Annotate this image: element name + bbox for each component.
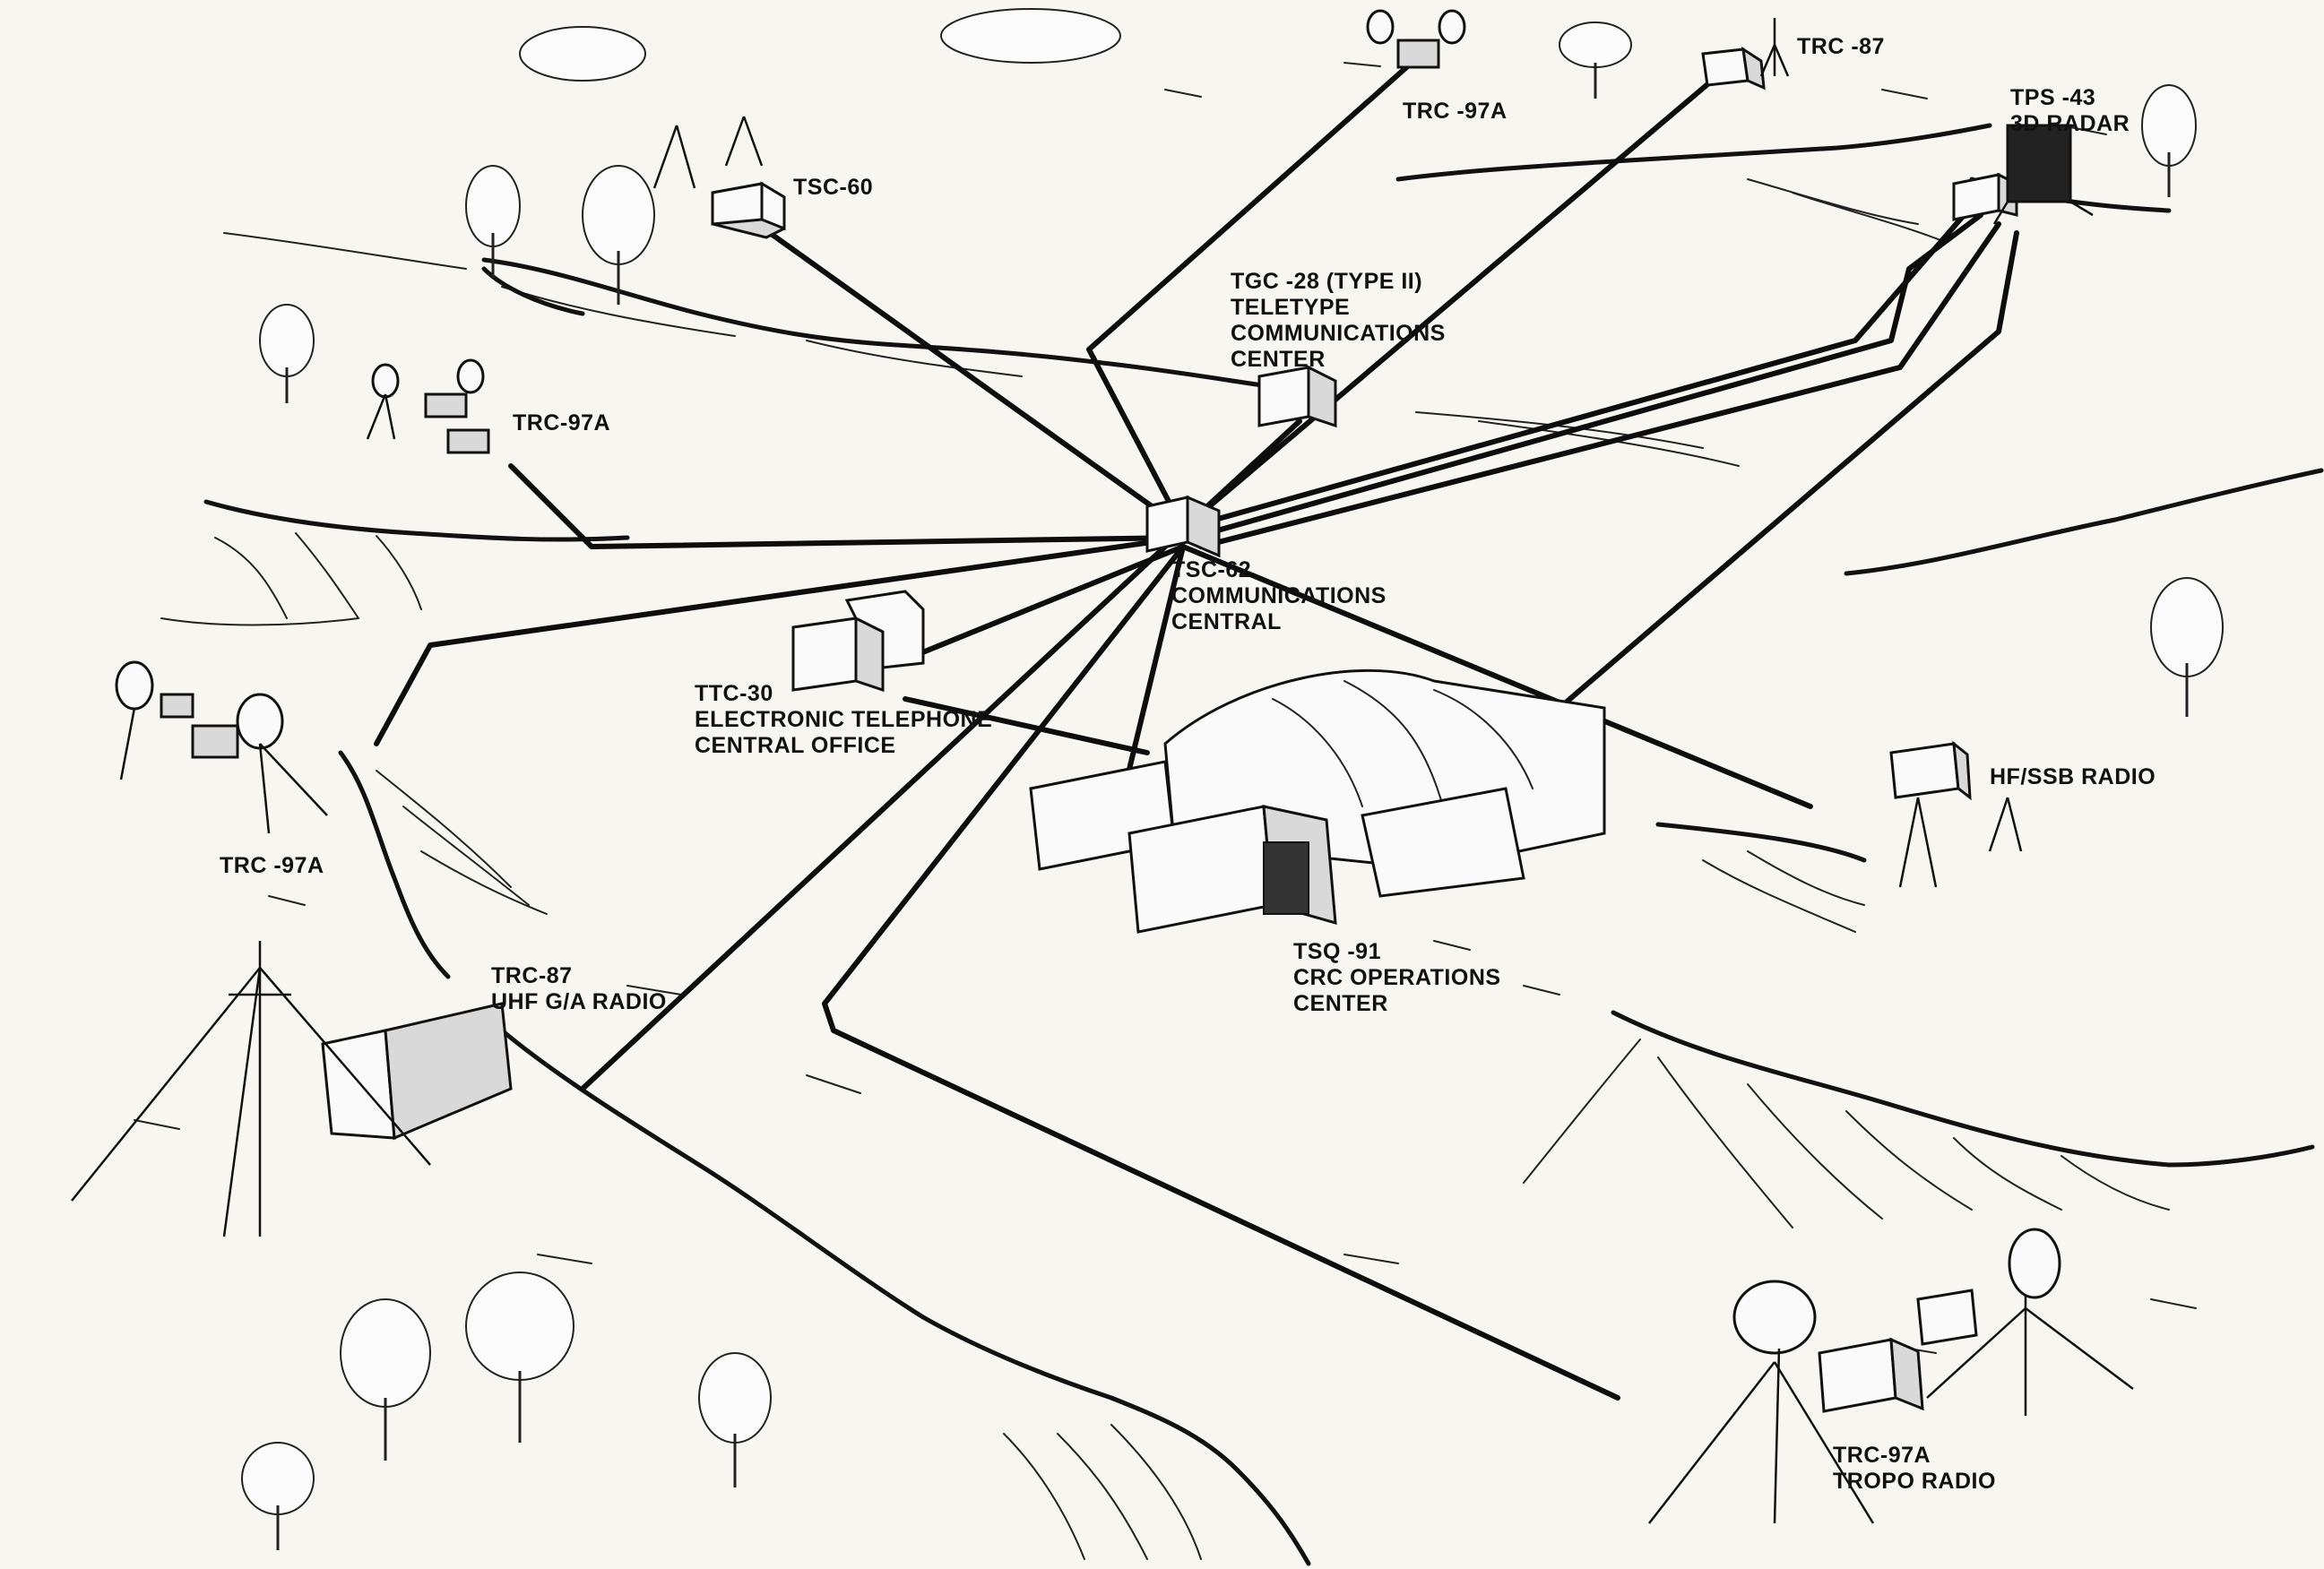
cable-radar-4: [1557, 230, 2019, 711]
ttc30-shelter: [791, 590, 925, 693]
label-trc97a-tropo-line1: TRC-97A: [1833, 1443, 1931, 1468]
label-hfssb-line1: HF/SSB RADIO: [1990, 764, 2156, 789]
trc97a-mid-site: [115, 660, 328, 834]
network-cables: [374, 60, 2019, 1401]
label-trc97a-mid: TRC -97A: [220, 853, 324, 879]
label-tgc28-line2: TELETYPE: [1231, 295, 1351, 320]
cable-tropo: [822, 544, 1620, 1401]
label-tps43-line1: TPS -43: [2010, 85, 2096, 110]
label-ttc30-line1: TTC-30: [695, 681, 773, 706]
trees: [241, 8, 2224, 1550]
label-trc97a-tropo: TRC-97A TROPO RADIO: [1833, 1443, 1996, 1495]
label-trc97a-left: TRC-97A: [513, 410, 610, 436]
label-tps43-line2: 3D RADAR: [2010, 111, 2130, 136]
trc97a-left-site: [366, 358, 490, 454]
cable-trc87-uhf: [580, 544, 1168, 1091]
cable-trc97a-left: [508, 463, 1186, 549]
cable-trc87-top: [1180, 78, 1715, 531]
tsc60-shelter: [711, 181, 786, 239]
cable-ttc30-tsq91: [903, 696, 1150, 755]
label-tgc28-line1: TGC -28 (TYPE II): [1231, 269, 1423, 294]
hfssb-shelter: [1889, 740, 2023, 888]
tsc62-shelter: [1145, 495, 1221, 558]
cable-radar-2: [1189, 212, 1983, 540]
label-trc97a-left-line1: TRC-97A: [513, 410, 611, 435]
label-tsq91-line3: CENTER: [1293, 991, 1388, 1016]
label-tsq91-line1: TSQ -91: [1293, 939, 1381, 964]
trc87-uhf-shelter: [71, 941, 513, 1237]
label-tgc28-line4: CENTER: [1231, 347, 1326, 372]
label-tgc28: TGC -28 (TYPE II) TELETYPE COMMUNICATION…: [1231, 269, 1446, 373]
label-trc87-top: TRC -87: [1797, 34, 1885, 60]
cable-radar-3: [1198, 221, 2001, 549]
cable-ttc30: [894, 544, 1186, 666]
label-tsc60-line1: TSC-60: [793, 175, 874, 200]
trc87-top-shelter: [1701, 18, 1790, 91]
label-trc87-top-line1: TRC -87: [1797, 34, 1885, 59]
label-tsc62-line3: CENTRAL: [1171, 609, 1282, 634]
tsc60-masts: [652, 116, 764, 189]
cable-tsc60: [755, 221, 1186, 531]
label-tsq91: TSQ -91 CRC OPERATIONS CENTER: [1293, 939, 1501, 1017]
label-tgc28-line3: COMMUNICATIONS: [1231, 321, 1446, 346]
label-trc97a-tropo-line2: TROPO RADIO: [1833, 1469, 1996, 1494]
label-trc87-uhf: TRC-87 UHF G/A RADIO: [491, 963, 667, 1015]
cable-trc97a-mid: [374, 535, 1186, 746]
label-hfssb: HF/SSB RADIO: [1990, 764, 2156, 790]
label-tsc62: TSC-62 COMMUNICATIONS CENTRAL: [1171, 557, 1387, 635]
label-tps43: TPS -43 3D RADAR: [2010, 85, 2130, 137]
label-trc97a-top-line1: TRC -97A: [1403, 99, 1508, 124]
label-tsq91-line2: CRC OPERATIONS: [1293, 965, 1501, 990]
tsq91-complex: [1029, 668, 1606, 934]
tropo-site: [1648, 1228, 2134, 1524]
label-trc87-uhf-line1: TRC-87: [491, 963, 573, 988]
label-tsc60: TSC-60: [793, 175, 873, 201]
tgc28-shelter: [1257, 365, 1337, 428]
label-trc87-uhf-line2: UHF G/A RADIO: [491, 989, 667, 1014]
trc97a-top-site: [1366, 9, 1466, 69]
label-tsc62-line1: TSC-62: [1171, 557, 1252, 582]
cable-hfssb: [1180, 544, 1813, 809]
cable-trc97a-top: [1086, 60, 1414, 531]
cable-tsq91: [1118, 544, 1186, 809]
radar-site: [1952, 124, 2094, 225]
label-ttc30: TTC-30 ELECTRONIC TELEPHONE CENTRAL OFFI…: [695, 681, 992, 759]
label-trc97a-mid-line1: TRC -97A: [220, 853, 324, 878]
label-ttc30-line3: CENTRAL OFFICE: [695, 733, 896, 758]
label-tsc62-line2: COMMUNICATIONS: [1171, 583, 1387, 608]
label-ttc30-line2: ELECTRONIC TELEPHONE: [695, 707, 993, 732]
terrain-lines: [134, 62, 2324, 1566]
label-trc97a-top: TRC -97A: [1403, 99, 1508, 125]
